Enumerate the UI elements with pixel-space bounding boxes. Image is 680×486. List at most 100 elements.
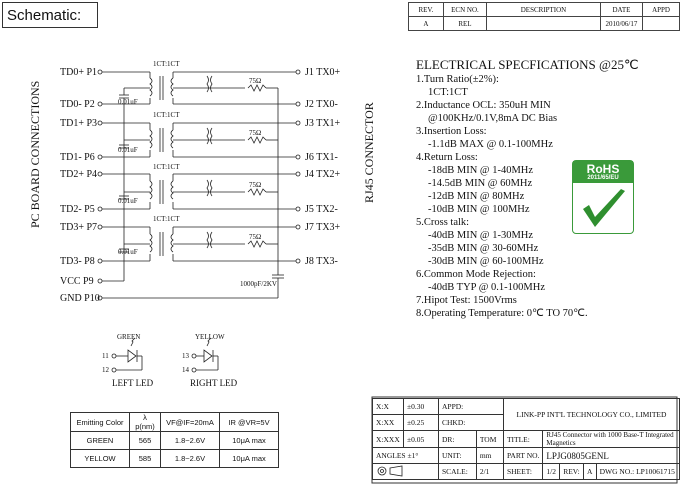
table-cell: YELLOW [70, 449, 130, 468]
right-pin-label: J3 TX1+ [305, 118, 341, 129]
spec-title: ELECTRICAL SPECFICATIONS @25℃ [416, 57, 639, 72]
tolerance-value: ±0.05 [403, 430, 439, 448]
yellow-led-label: YELLOW [195, 333, 225, 341]
green-led-label: GREEN [117, 333, 141, 341]
spec-line: 4.Return Loss: [416, 152, 478, 163]
table-header: Emitting Color [70, 412, 130, 432]
capacitor-label: 0.01uF [118, 98, 138, 106]
projection-symbol [372, 463, 439, 480]
title-block: X:X ±0.30 APPD: LINK-PP INT'L TECHNOLOGY… [372, 398, 680, 480]
led-symbols [116, 337, 219, 371]
check-icon [583, 189, 625, 227]
capacitor-label: 0.01uF [118, 197, 138, 205]
rj45-connector-label: RJ45 CONNECTOR [362, 102, 376, 203]
rev-field: REV: [559, 463, 585, 480]
revision-table: REV. ECN NO. DESCRIPTION DATE APPD A REL… [408, 2, 680, 31]
tolerance-label: X:X [372, 398, 404, 415]
date-value: 2010/06/17 [599, 16, 644, 31]
dwg-no: DWG NO.: LP10061715 [595, 463, 680, 480]
spec-line: -30dB MIN @ 60-100MHz [428, 256, 544, 267]
spec-line: -10dB MIN @ 100MHz [428, 204, 530, 215]
spec-line: 7.Hipot Test: 1500Vrms [416, 295, 517, 306]
table-row: YELLOW 585 1.8~2.6V 10μA max [70, 449, 279, 468]
spec-line: 3.Insertion Loss: [416, 126, 487, 137]
led-pin-label: 11 [102, 352, 109, 360]
tolerance-label: X:XX [372, 414, 404, 431]
spec-line: 6.Common Mode Rejection: [416, 269, 536, 280]
title-value: RJ45 Connector with 1000 Base-T Integrat… [542, 430, 680, 448]
right-led-caption: RIGHT LED [190, 378, 238, 388]
table-header: VF@IF=20mA [160, 412, 220, 432]
channel-0 [102, 71, 296, 270]
spec-line: 5.Cross talk: [416, 217, 470, 228]
tolerance-value: ±0.25 [403, 414, 439, 431]
table-cell: 10μA max [219, 449, 279, 468]
left-led-caption: LEFT LED [112, 378, 154, 388]
sheet-b-value: 1/2 [542, 463, 561, 480]
table-cell: 585 [129, 449, 161, 468]
left-pin-label: TD1+ P3 [60, 118, 98, 129]
led-spec-table: Emitting Color λ p(nm) VF@IF=20mA IR @VR… [70, 412, 279, 468]
resistor-label: 75Ω [249, 77, 262, 85]
spec-line: -40dB MIN @ 1-30MHz [428, 230, 534, 241]
table-row: GREEN 565 1.8~2.6V 10μA max [70, 431, 279, 450]
appd-field: APPD: [438, 398, 504, 415]
spec-line: @100KHz/0.1V,8mA DC Bias [428, 113, 558, 124]
led-pin-label: 13 [182, 352, 189, 360]
company-name: LINK-PP INT'L TECHNOLOGY CO., LIMITED [502, 398, 680, 431]
dr-value: TOM [475, 430, 504, 448]
left-pin-label: VCC P9 [60, 276, 94, 287]
channel-2 [102, 173, 296, 210]
table-header: λ p(nm) [129, 412, 161, 432]
hv-capacitor-label: 1000pF/2KV [240, 280, 277, 288]
spec-line: -1.1dB MAX @ 0.1-100MHz [428, 139, 553, 150]
channel-3 [102, 226, 296, 262]
table-cell: 10μA max [219, 431, 279, 450]
spec-line: -12dB MIN @ 80MHz [428, 191, 525, 202]
rohs-title: RoHS [573, 161, 633, 183]
dwg-no-value: LP10061715 [636, 467, 675, 476]
projection-icon [377, 465, 403, 476]
schematic-title: Schematic: [2, 2, 98, 28]
capacitor-label: 0.01uF [118, 146, 138, 154]
tolerance-label: X:XXX [372, 430, 404, 448]
table-cell: 1.8~2.6V [160, 449, 220, 468]
pc-board-connections-label: PC BOARD CONNECTIONS [28, 80, 42, 228]
left-pin-label: TD2- P5 [60, 204, 95, 215]
turns-ratio-label: 1CT:1CT [153, 60, 180, 68]
right-pin-label: J8 TX3- [305, 256, 338, 267]
spec-line: -14.5dB MIN @ 60MHz [428, 178, 533, 189]
right-pin-label: J1 TX0+ [305, 67, 341, 78]
left-pin-label: TD0+ P1 [60, 67, 98, 78]
turns-ratio-label: 1CT:1CT [153, 215, 180, 223]
unit-field: UNIT: [438, 447, 477, 464]
table-cell: 1.8~2.6V [160, 431, 220, 450]
table-header: IR @VR=5V [219, 412, 279, 432]
spec-line: 2.Inductance OCL: 350uH MIN [416, 100, 551, 111]
right-pin-label: J4 TX2+ [305, 169, 341, 180]
tolerance-value: ±0.30 [403, 398, 439, 415]
scale-field: SCALE: [438, 463, 477, 480]
spec-line: -40dB TYP @ 0.1-100MHz [428, 282, 546, 293]
turns-ratio-label: 1CT:1CT [153, 163, 180, 171]
resistor-label: 75Ω [249, 181, 262, 189]
spec-line: 8.Operating Temperature: 0℃ TO 70℃. [416, 308, 588, 319]
left-pin-label: TD1- P6 [60, 152, 95, 163]
part-no-label: PART NO. [502, 447, 544, 464]
title-label: TITLE: [502, 430, 544, 448]
right-pin-label: J7 TX3+ [305, 222, 341, 233]
resistor-label: 75Ω [249, 129, 262, 137]
left-pin-label: TD0- P2 [60, 99, 95, 110]
sheet-a-value: 2/1 [475, 463, 504, 480]
left-pin-label: GND P10 [60, 293, 100, 304]
right-pin-label: J2 TX0- [305, 99, 338, 110]
right-pin-label: J6 TX1- [305, 152, 338, 163]
spec-line: -18dB MIN @ 1-40MHz [428, 165, 534, 176]
left-pin-label: TD3+ P7 [60, 222, 98, 233]
spec-line: 1.Turn Ratio(±2%): [416, 74, 499, 85]
right-pin-label: J5 TX2- [305, 204, 338, 215]
spec-line: -35dB MIN @ 30-60MHz [428, 243, 539, 254]
appd-header: APPD [642, 2, 680, 17]
rohs-badge: RoHS 2011/65/EU [572, 160, 634, 234]
